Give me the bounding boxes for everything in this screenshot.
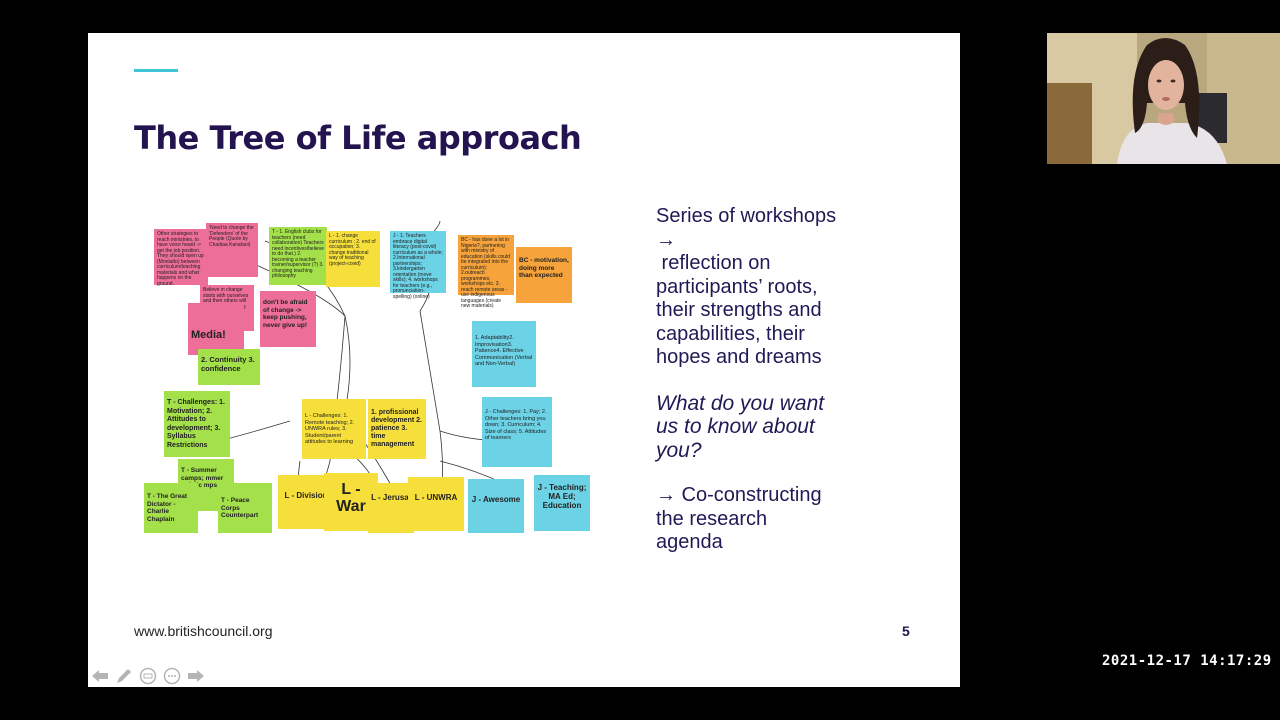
sticky-note: don't be afraid of change -> keep pushin… bbox=[260, 291, 316, 347]
sticky-note: J - Teaching; MA Ed; Education bbox=[534, 475, 590, 531]
sticky-note: BC - motivation, doing more than expecte… bbox=[516, 247, 572, 303]
arrow-symbol: → bbox=[656, 228, 676, 251]
body-line: agenda bbox=[656, 531, 723, 553]
question-line: What do you want bbox=[656, 391, 825, 415]
body-line: the research bbox=[656, 507, 768, 530]
sticky-note: L - Challenges: 1. Remote teaching; 2. U… bbox=[302, 399, 366, 459]
sticky-note: 1. Adaptability2. Improvisation3. Patien… bbox=[472, 321, 536, 387]
sticky-note: J - Challenges: 1. Pay; 2. Other teacher… bbox=[482, 397, 552, 467]
accent-line bbox=[134, 69, 178, 72]
next-arrow-icon[interactable] bbox=[186, 666, 206, 686]
sticky-note: J - Awesome bbox=[468, 479, 524, 533]
sticky-note: 1. profissional development 2. patience … bbox=[368, 399, 426, 459]
slide-body-text: Series of workshops → reflection on part… bbox=[656, 205, 916, 555]
presenter-video-image bbox=[1047, 33, 1280, 164]
sticky-note: 'Need to change the 'Defenders' of the P… bbox=[206, 223, 258, 277]
body-line: → Co-constructing bbox=[656, 484, 822, 506]
sticky-note: T - Challenges: 1. Motivation; 2. Attitu… bbox=[164, 391, 230, 457]
body-line: Series of workshops bbox=[656, 205, 837, 227]
body-line: reflection on bbox=[656, 252, 771, 274]
sticky-note: Other strategies to reach ministries, to… bbox=[154, 229, 208, 286]
slide-title: The Tree of Life approach bbox=[134, 119, 582, 157]
presentation-controls bbox=[90, 665, 206, 687]
question-line: you? bbox=[656, 438, 702, 462]
prev-arrow-icon[interactable] bbox=[90, 666, 110, 686]
subtitles-icon[interactable] bbox=[138, 666, 158, 686]
pen-icon[interactable] bbox=[114, 666, 134, 686]
sticky-note: L - Jerusal bbox=[368, 483, 414, 533]
sticky-note: T - Peace Corps Counterpart bbox=[218, 483, 272, 533]
webcam-video-feed bbox=[1047, 33, 1280, 164]
page-number: 5 bbox=[902, 623, 910, 639]
body-line: hopes and dreams bbox=[656, 346, 822, 368]
sticky-note: T - The Great Dictator - Charlie Chaplai… bbox=[144, 483, 198, 533]
body-line: participants’ roots, bbox=[656, 275, 818, 298]
body-line: capabilities, their bbox=[656, 322, 805, 345]
sticky-note: L - UNWRA bbox=[408, 477, 464, 531]
sticky-note: T - 1. English clubs for teachers (need … bbox=[269, 227, 327, 285]
recording-timestamp: 2021-12-17 14:17:29 bbox=[1102, 653, 1272, 669]
body-line: their strengths and bbox=[656, 299, 822, 321]
sticky-note: BC - has done a lot in Nigeria?, partner… bbox=[458, 235, 514, 309]
sticky-note: 2. Continuity 3. confidence bbox=[198, 349, 260, 385]
sticky-note: J - 1. Teachers embrace digital literacy… bbox=[390, 231, 446, 299]
more-options-icon[interactable] bbox=[162, 666, 182, 686]
sticky-note: L - 1. change curriculum ; 2. end of occ… bbox=[326, 231, 380, 287]
footer-url: www.britishcouncil.org bbox=[134, 623, 273, 639]
question-line: us to know about bbox=[656, 415, 815, 438]
presentation-slide: The Tree of Life approach Other strategi… bbox=[88, 33, 960, 687]
sticky-note: Media! bbox=[188, 303, 244, 355]
sticky-notes-board: Other strategies to reach ministries, to… bbox=[140, 220, 600, 541]
